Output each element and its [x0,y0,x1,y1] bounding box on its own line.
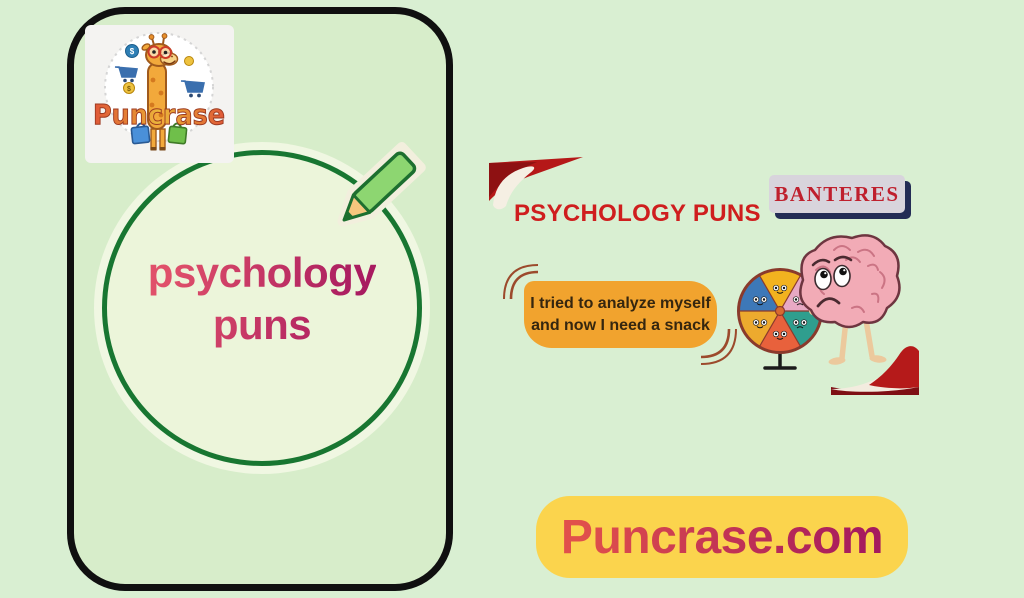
site-url: Puncrase.com [560,510,884,564]
speech-bubble-line1: I tried to analyze myself [530,294,711,312]
giraffe-body [141,33,179,151]
bubble-arc-bottom-icon [700,328,737,365]
giraffe-mascot-icon: $ $ [93,32,226,151]
svg-text:$: $ [127,86,131,93]
pencil-icon [337,142,426,227]
coin-icon: $ $ [123,44,194,94]
red-ribbon-top-icon [489,157,583,210]
banteres-badge: BANTERES [769,175,905,213]
cart-icon [114,66,139,83]
logo-wordmark: Puncrase [93,98,225,131]
cart-icon [180,80,205,98]
page-title: psychology puns [148,247,376,351]
banteres-badge-label: BANTERES [774,181,900,206]
page-title-line1: psychology [147,248,377,296]
bubble-arc-top-icon [503,264,539,300]
brain-character-icon [799,234,901,365]
speech-bubble: I tried to analyze myself and now I need… [524,281,717,348]
speech-bubble-line2: and now I need a snack [531,316,710,334]
svg-text:$: $ [130,47,135,56]
section-heading: PSYCHOLOGY PUNS [514,200,761,227]
brand-logo: $ $ [85,25,234,163]
footer-banner: Puncrase.com [536,496,908,578]
page-title-line2: puns [212,301,312,348]
shopping-bag-icon [130,122,188,145]
red-ribbon-bottom-icon [831,346,919,395]
